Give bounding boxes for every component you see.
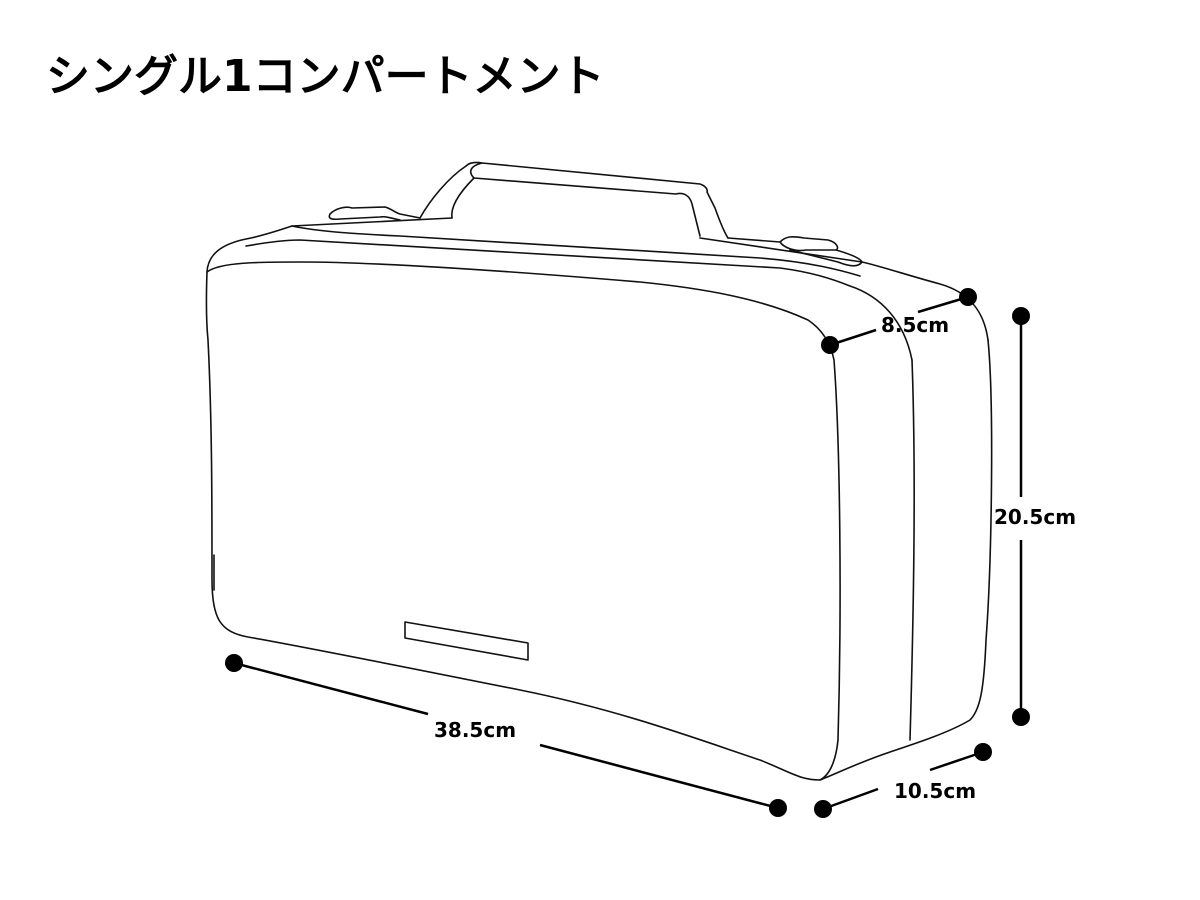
top-panel (206, 217, 989, 341)
handle (419, 161, 729, 239)
dimension-depth-top: 8.5cm (821, 288, 977, 354)
width-label: 38.5cm (434, 718, 516, 742)
dimension-dot (1012, 307, 1030, 325)
strap-tab-right (727, 236, 863, 267)
dimension-dot (225, 654, 243, 672)
dimension-width: 38.5cm (225, 654, 787, 817)
label-patch (404, 621, 529, 661)
dimension-height: 20.5cm (994, 307, 1076, 726)
dimension-dot (769, 799, 787, 817)
dimension-dot (974, 743, 992, 761)
depth-top-label: 8.5cm (881, 313, 949, 337)
bag-illustration (205, 161, 993, 781)
dimension-dot (1012, 708, 1030, 726)
dimension-dot (814, 800, 832, 818)
dimension-dot (959, 288, 977, 306)
depth-bottom-label: 10.5cm (894, 779, 976, 803)
height-label: 20.5cm (994, 505, 1076, 529)
handle-inner (451, 177, 475, 219)
front-face (205, 261, 841, 781)
side-panel (819, 339, 993, 781)
strap-tab-left (328, 206, 421, 221)
page-title: シングル1コンパートメント (46, 51, 605, 102)
dimension-depth-bottom: 10.5cm (814, 743, 992, 818)
dimension-dot (821, 336, 839, 354)
